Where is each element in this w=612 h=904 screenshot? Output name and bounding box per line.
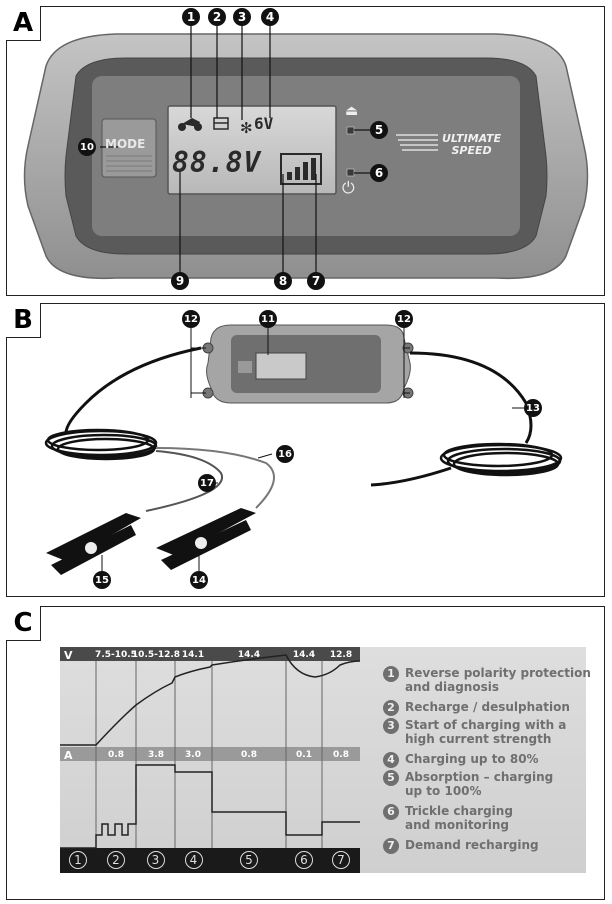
callout-17: 17	[198, 474, 216, 492]
voltage-label: 12.8	[329, 650, 353, 660]
lcd-voltage-readout: 88.8V	[172, 146, 262, 179]
callout-10: 10	[78, 138, 96, 156]
car-battery-icon	[213, 117, 229, 130]
current-header-bar	[60, 747, 360, 761]
current-label: 0.1	[296, 750, 312, 760]
voltage-label: 10.5-12.8	[131, 650, 181, 660]
led-5	[346, 126, 355, 135]
black-cable	[145, 450, 224, 512]
voltage-axis-label: V	[64, 649, 73, 662]
callout-9: 9	[171, 272, 189, 290]
legend-number: 1	[383, 666, 399, 682]
cable-coil-right	[439, 442, 563, 477]
voltage-label: 14.4	[292, 650, 316, 660]
panel-a-label: A	[6, 6, 41, 41]
phase-number: 2	[107, 851, 125, 869]
legend-number: 6	[383, 804, 399, 820]
callout-15: 15	[93, 571, 111, 589]
phase-number: 3	[146, 851, 165, 869]
panel-c-label: C	[6, 606, 41, 641]
voltage-header-bar	[60, 647, 360, 661]
cable-coil-left	[44, 428, 158, 461]
clamp-red	[156, 508, 256, 570]
led-6	[346, 168, 355, 177]
current-label: 3.8	[148, 750, 164, 760]
charger-front-view: ✻ ⏏ ⏻	[23, 20, 589, 280]
callout-8: 8	[274, 272, 292, 290]
mode-button-label[interactable]: MODE	[105, 137, 146, 151]
current-label: 3.0	[185, 750, 201, 760]
brand-logo-stripes	[396, 134, 438, 151]
voltage-label: 14.1	[181, 650, 205, 660]
charging-curve-chart	[60, 647, 360, 873]
phase-footer-bar	[60, 848, 360, 873]
callout-5: 5	[370, 121, 388, 139]
mode-button	[101, 118, 157, 178]
current-label: 0.8	[241, 750, 257, 760]
phase-number: 6	[295, 851, 313, 869]
callout-13: 13	[524, 399, 542, 417]
mode-button-small	[238, 361, 252, 373]
legend-text: Charging up to 80%	[405, 752, 539, 766]
reverse-polarity-icon: ⏏	[345, 103, 358, 119]
callout-1: 1	[182, 8, 200, 26]
phase-number: 5	[240, 851, 258, 869]
callout-12-left: 12	[182, 310, 200, 328]
callout-11: 11	[259, 310, 277, 328]
callout-7: 7	[307, 272, 325, 290]
brand-logo-line2: SPEED	[451, 144, 492, 157]
callout-2: 2	[208, 8, 226, 26]
voltage-label: 14.4	[237, 650, 261, 660]
legend-text: Recharge / desulphation	[405, 700, 570, 714]
charger-with-cables	[44, 324, 563, 575]
lcd-display	[167, 105, 337, 195]
phase-number: 7	[332, 851, 350, 869]
callout-4: 4	[261, 8, 279, 26]
panel-b-label: B	[6, 303, 41, 338]
lcd-display-small	[255, 352, 307, 380]
motorcycle-icon	[178, 118, 202, 131]
current-label: 0.8	[333, 750, 349, 760]
phase-number: 4	[184, 851, 203, 869]
current-axis-label: A	[64, 749, 73, 762]
callout-12-right: 12	[395, 310, 413, 328]
red-cable	[155, 447, 275, 509]
current-curve	[60, 764, 360, 849]
legend-number: 2	[383, 700, 399, 716]
callout-3: 3	[233, 8, 251, 26]
legend-number: 7	[383, 838, 399, 854]
clamp-black	[46, 513, 141, 575]
callout-16: 16	[276, 445, 294, 463]
phase-number: 1	[69, 851, 87, 869]
brand-logo: ULTIMATE SPEED	[442, 133, 501, 157]
legend-text: Demand recharging	[405, 838, 539, 852]
voltage-label: 7.5-10.5	[95, 650, 137, 660]
legend-number: 3	[383, 718, 399, 734]
brand-logo-line1: ULTIMATE	[442, 132, 502, 145]
power-icon: ⏻	[342, 178, 355, 197]
legend-number: 4	[383, 752, 399, 768]
mains-cable	[409, 351, 533, 444]
legend-number: 5	[383, 770, 399, 786]
voltage-curve	[60, 654, 360, 746]
snowflake-icon: ✻	[240, 119, 253, 137]
callout-14: 14	[190, 571, 208, 589]
lcd-6v-indicator: 6V	[254, 114, 274, 133]
callout-6: 6	[370, 164, 388, 182]
battery-level-icon	[280, 153, 322, 185]
current-label: 0.8	[108, 750, 124, 760]
output-cable	[64, 346, 202, 434]
